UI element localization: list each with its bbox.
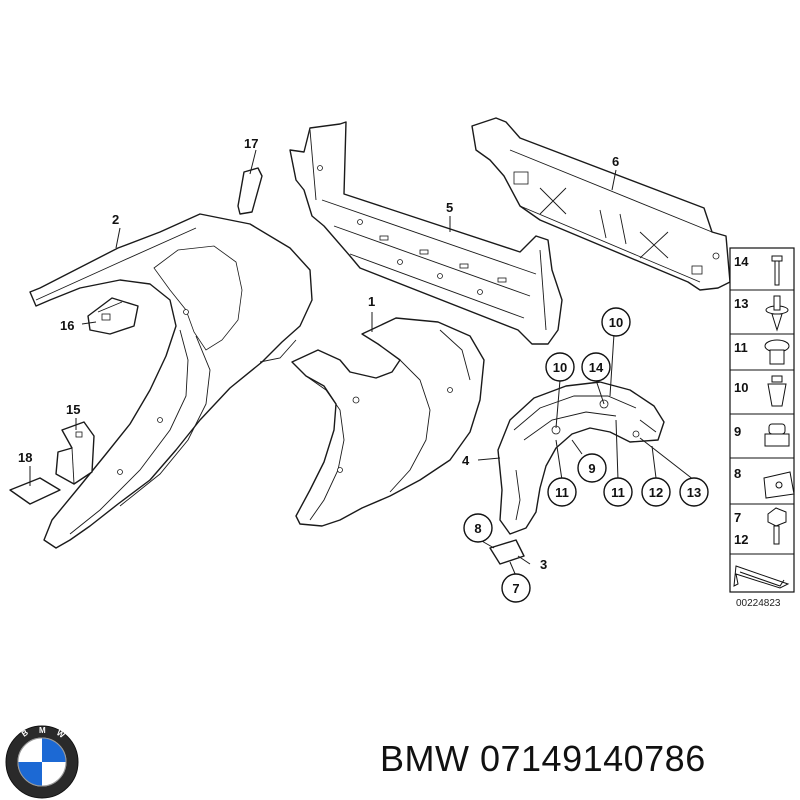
legend-label-11: 11 [734,340,748,355]
fastener-legend: 14 13 11 10 9 8 [729,247,795,609]
svg-text:M: M [39,726,46,735]
circled-callout-9: 9 [577,453,607,483]
circled-callout-8: 8 [463,513,493,543]
part-16-bracket [87,297,139,335]
callout-6: 6 [612,154,619,169]
callout-16: 16 [60,318,74,333]
legend-label-12: 12 [734,532,748,547]
circled-callout-10a: 10 [601,307,631,337]
svg-text:7: 7 [512,581,519,596]
circled-callout-14: 14 [581,352,611,382]
circled-callouts: 10 10 14 9 11 11 12 13 [463,307,709,603]
callout-15: 15 [66,402,80,417]
part-17-strip [237,167,263,215]
callout-5: 5 [446,200,453,215]
part-5-rail [289,121,563,345]
legend-label-10: 10 [734,380,748,395]
svg-text:9: 9 [588,461,595,476]
svg-text:14: 14 [589,360,604,375]
svg-text:11: 11 [555,485,569,500]
svg-text:13: 13 [687,485,701,500]
drawing-number: 00224823 [736,598,781,609]
screw-rivet-icon [771,255,783,286]
circled-callout-11b: 11 [603,477,633,507]
part-caption: BMW 07149140786 [380,738,706,779]
plug-clip-icon [767,375,787,407]
part-18-pad [9,477,61,505]
bmw-logo-icon: B M W [5,725,79,799]
callout-18: 18 [18,450,32,465]
callout-17: 17 [244,136,258,151]
legend-label-8: 8 [734,466,741,481]
circled-callout-10b: 10 [545,352,575,382]
part-4-wheel-arch-liner [497,381,665,535]
svg-text:11: 11 [611,485,625,500]
part-6-rear-panel [471,117,731,291]
circled-callout-12: 12 [641,477,671,507]
svg-text:W: W [55,728,67,740]
part-1-inner-panel [291,317,485,527]
callout-2: 2 [112,212,119,227]
circled-callout-11a: 11 [547,477,577,507]
legend-label-13: 13 [734,296,748,311]
direction-arrow-icon [733,565,790,589]
svg-text:10: 10 [609,315,623,330]
svg-text:8: 8 [474,521,481,536]
legend-label-9: 9 [734,424,741,439]
circled-callout-13: 13 [679,477,709,507]
cap-nut-icon [764,423,790,447]
callout-1: 1 [368,294,375,309]
callout-3: 3 [540,557,547,572]
part-2-side-panel [29,213,313,549]
legend-label-7: 7 [734,510,741,525]
callout-labels: 2 17 16 15 18 1 5 6 4 3 [18,136,619,572]
spreading-nut-icon [764,339,790,365]
part-3-bracket [489,539,525,565]
part-15-bracket [55,421,95,485]
callout-4: 4 [462,453,470,468]
svg-text:12: 12 [649,485,663,500]
expanding-rivet-icon [765,295,789,332]
hex-screw-icon [767,507,787,545]
spring-nut-icon [763,471,795,499]
legend-label-14: 14 [734,254,749,269]
circled-callout-7: 7 [501,573,531,603]
svg-text:10: 10 [553,360,567,375]
svg-text:B: B [20,728,30,739]
